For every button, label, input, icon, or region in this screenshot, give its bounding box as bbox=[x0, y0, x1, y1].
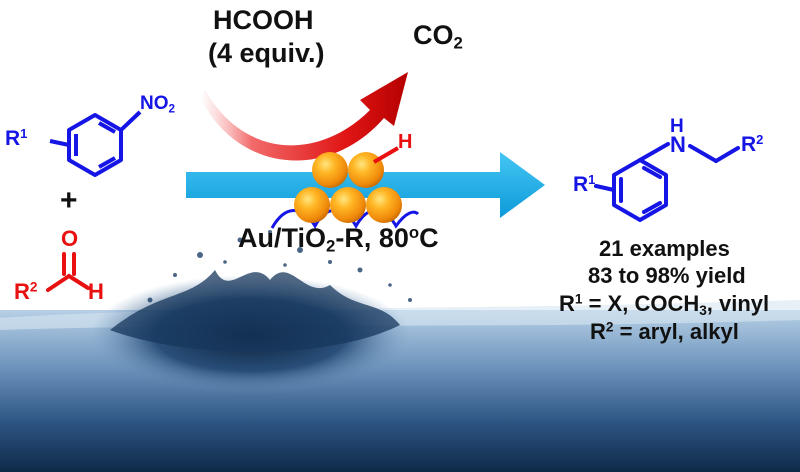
aldehyde-oxygen: O bbox=[61, 226, 79, 251]
surface-hydride-label: H bbox=[398, 131, 413, 153]
reagent-equivalents: (4 equiv.) bbox=[208, 38, 325, 68]
plus-sign: + bbox=[60, 184, 78, 217]
results-r1-scope: R1 = X, COCH3, vinyl bbox=[559, 291, 770, 318]
au-particle bbox=[294, 187, 330, 223]
au-particle bbox=[330, 187, 366, 223]
splash-crown bbox=[110, 270, 400, 352]
nitro-group-label: NO2 bbox=[140, 93, 176, 116]
nitroarene-r1-label: R1 bbox=[5, 125, 28, 150]
au-h-bond bbox=[372, 146, 400, 164]
product-r1-label: R1 bbox=[573, 171, 596, 196]
aldehyde-structure bbox=[46, 252, 90, 292]
product-r2-label: R2 bbox=[741, 131, 764, 156]
reagent-formula: HCOOH bbox=[213, 5, 314, 35]
results-examples: 21 examples bbox=[599, 236, 730, 261]
gold-nanoparticles bbox=[294, 152, 402, 223]
aldehyde-hydrogen: H bbox=[88, 279, 104, 304]
catalyst-conditions: Au/TiO2-R, 80oC bbox=[238, 222, 439, 256]
product-nh-hydrogen: H bbox=[670, 116, 684, 137]
red-curved-arrow bbox=[200, 72, 408, 161]
results-r2-scope: R2 = aryl, alkyl bbox=[590, 319, 739, 344]
aldehyde-r2-label: R2 bbox=[14, 279, 38, 304]
au-particle bbox=[312, 152, 348, 188]
product-nitrogen: N bbox=[670, 132, 686, 157]
results-yield: 83 to 98% yield bbox=[588, 263, 746, 288]
byproduct-co2: CO2 bbox=[413, 20, 463, 53]
splash-droplets bbox=[147, 230, 412, 303]
product-structure bbox=[594, 142, 740, 222]
nitroarene-ring bbox=[49, 110, 142, 177]
au-particle bbox=[366, 187, 402, 223]
